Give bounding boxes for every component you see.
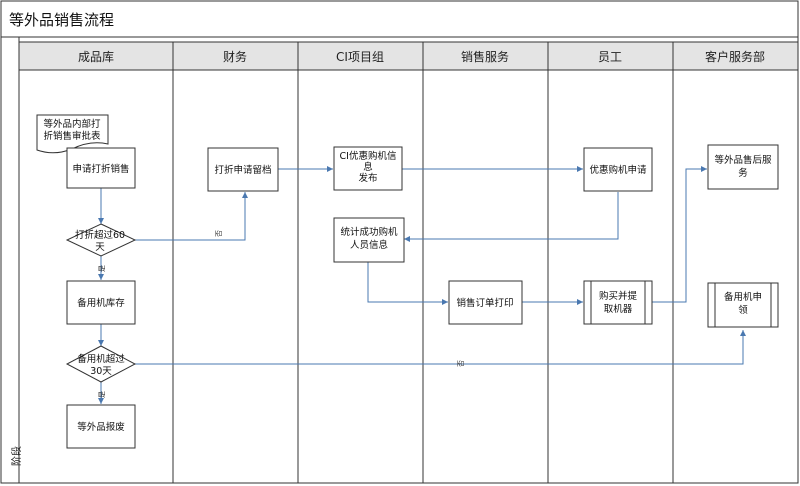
node-spare-stock (66, 280, 136, 325)
node-ci-publish-line3: 发布 (358, 172, 377, 184)
node-after-sales-line2: 务 (738, 167, 748, 179)
node-employee-apply (583, 147, 653, 192)
decision-over-30-days (65, 345, 137, 383)
node-after-sales-line1: 等外品售后服 (714, 154, 772, 166)
edge-stats-to-print (367, 262, 448, 305)
lane-header-band (18, 41, 799, 71)
decision-over-60-line1: 打折超过60 (75, 229, 125, 241)
label-no-30: 否 (457, 360, 465, 367)
node-spare-apply-line1: 备用机申 (724, 291, 762, 303)
lane-header-finance: 财务 (223, 49, 247, 64)
doc-approval-form-line2: 折销售审批表 (43, 130, 101, 142)
decision-over-30-line2: 30天 (90, 366, 112, 377)
node-apply-discount (66, 147, 136, 189)
node-finance-archive-text: 打折申请留档 (214, 164, 271, 176)
node-apply-discount-text: 申请打折销售 (72, 163, 129, 175)
lane-header-customer-service: 客户服务部 (705, 49, 765, 64)
node-finance-archive (207, 147, 279, 192)
lane-header-ci-team: CI项目组 (336, 50, 384, 64)
label-yes-30: 是 (98, 391, 106, 398)
node-ci-publish (333, 146, 403, 191)
label-no-60: 否 (215, 230, 223, 237)
lane-header-finished-goods: 成品库 (78, 49, 114, 64)
node-sales-print (448, 280, 523, 325)
node-spare-stock-text: 备用机库存 (77, 297, 125, 309)
edge-employee-apply-to-stats (404, 192, 619, 242)
diagram-title: 等外品销售流程 (9, 11, 114, 29)
node-after-sales (707, 144, 779, 190)
label-yes-60: 是 (98, 265, 106, 272)
node-employee-buy (583, 280, 653, 325)
node-spare-apply (707, 282, 779, 328)
node-ci-stats (333, 217, 405, 263)
node-ci-publish-line2: 息 (363, 161, 373, 173)
node-ci-stats-line2: 人员信息 (350, 239, 388, 251)
node-ci-publish-line1: CI优惠购机信 (340, 150, 397, 162)
decision-over-30-line1: 备用机超过 (77, 353, 125, 365)
lane-header-sales-service: 销售服务 (461, 49, 509, 64)
node-employee-buy-line2: 取机器 (604, 303, 633, 315)
node-sales-print-text: 销售订单打印 (456, 297, 513, 309)
edge-decision60-no (135, 192, 248, 241)
stage-label: 阶段 (10, 446, 23, 466)
edge-decision30-no (135, 330, 746, 365)
decision-over-60-line2: 天 (95, 242, 105, 253)
node-employee-apply-text: 优惠购机申请 (589, 164, 647, 176)
node-employee-buy-line1: 购买并提 (599, 290, 638, 302)
node-spare-apply-line2: 领 (738, 304, 748, 316)
edge-buy-to-aftersales (652, 166, 707, 303)
lane-header-employee: 员工 (598, 50, 622, 64)
decision-over-60-days (65, 223, 137, 257)
node-ci-stats-line1: 统计成功购机 (340, 226, 398, 238)
node-scrap (66, 404, 136, 449)
doc-approval-form-line1: 等外品内部打 (43, 118, 101, 130)
node-scrap-text: 等外品报废 (77, 421, 125, 433)
